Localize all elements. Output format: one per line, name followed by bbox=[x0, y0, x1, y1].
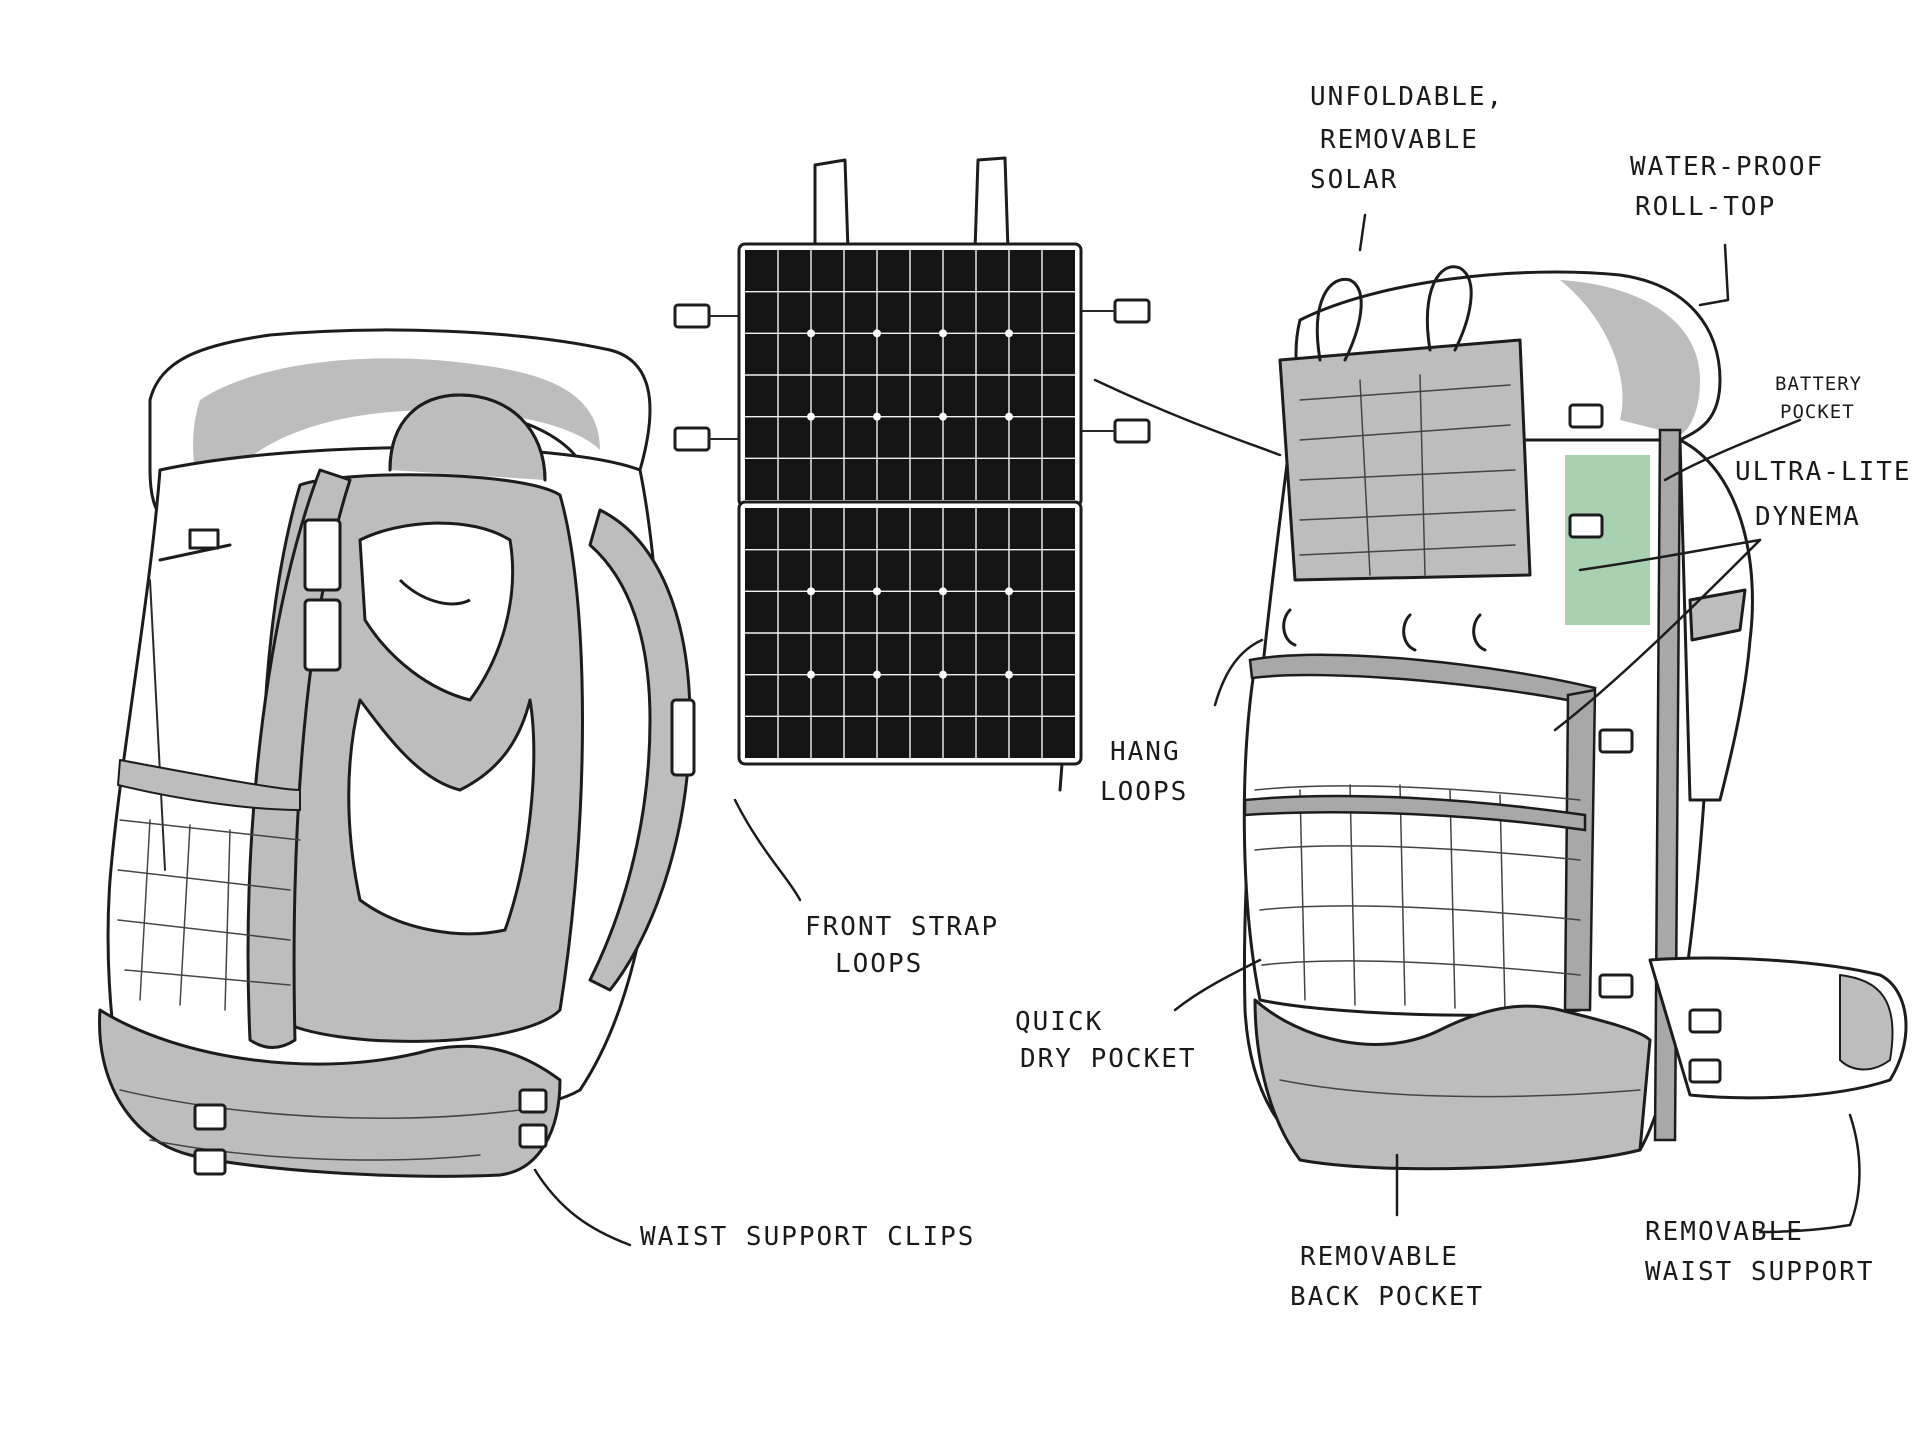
front-strap-pointer bbox=[733, 798, 802, 902]
label-back-pocket-line1: REMOVABLE bbox=[1300, 1242, 1459, 1272]
label-quick-dry-line1: QUICK bbox=[1015, 1007, 1103, 1037]
label-front-strap-line2: LOOPS bbox=[835, 949, 923, 979]
solar-cell-contact bbox=[939, 412, 947, 421]
battery-pointer bbox=[1663, 418, 1802, 482]
label-solar-line3: SOLAR bbox=[1310, 165, 1398, 195]
waist-clip-icon bbox=[193, 1088, 548, 1176]
annotation-labels: UNFOLDABLE, REMOVABLE SOLAR WATER-PROOF … bbox=[640, 82, 1912, 1312]
dyneema-pointer-2 bbox=[1553, 538, 1762, 732]
solar-buckle-icon bbox=[673, 303, 711, 329]
solar-buckle-icon bbox=[673, 426, 711, 452]
solar-cell-contact bbox=[1005, 329, 1013, 338]
label-battery-line2: POCKET bbox=[1780, 401, 1855, 423]
solar-cell-contact bbox=[873, 329, 881, 338]
solar-cell-contact bbox=[807, 587, 815, 596]
solar-cell-contact bbox=[1005, 670, 1013, 679]
side-buckle-icon bbox=[1568, 403, 1634, 999]
label-rolltop-line1: WATER-PROOF bbox=[1630, 152, 1824, 182]
label-quick-dry-line2: DRY POCKET bbox=[1020, 1044, 1197, 1074]
solar-connector-line bbox=[1093, 378, 1282, 457]
solar-cell-contact bbox=[807, 412, 815, 421]
backpack-front-view bbox=[1093, 213, 1908, 1234]
solar-cell-contact bbox=[873, 670, 881, 679]
quick-dry-pointer bbox=[1173, 958, 1262, 1012]
hang-loop-icon bbox=[1282, 608, 1487, 652]
solar-cell-contact bbox=[873, 412, 881, 421]
solar-handle-loop-right bbox=[973, 156, 1010, 252]
label-hang-line1: HANG bbox=[1110, 737, 1181, 767]
dyneema-panel bbox=[1565, 455, 1650, 625]
solar-handle-loop-left bbox=[813, 158, 850, 252]
solar-cell-contact bbox=[807, 670, 815, 679]
waist-buckle-icon bbox=[1688, 1008, 1722, 1084]
label-back-pocket-line2: BACK POCKET bbox=[1290, 1282, 1484, 1312]
solar-buckle-icon bbox=[1113, 418, 1151, 444]
label-waist-clips: WAIST SUPPORT CLIPS bbox=[640, 1222, 975, 1252]
label-solar-line2: REMOVABLE bbox=[1320, 125, 1479, 155]
solar-cell-contact bbox=[939, 329, 947, 338]
solar-pointer bbox=[1358, 213, 1367, 252]
solar-cell-contact bbox=[873, 587, 881, 596]
label-waist-support-line1: REMOVABLE bbox=[1645, 1217, 1804, 1247]
solar-buckle-icon bbox=[1113, 298, 1151, 324]
label-front-strap-line1: FRONT STRAP bbox=[805, 912, 999, 942]
hang-loops-pointer bbox=[1213, 638, 1264, 707]
solar-cell-contact bbox=[939, 670, 947, 679]
label-dyneema-line2: DYNEMA bbox=[1755, 502, 1861, 532]
label-rolltop-line2: ROLL-TOP bbox=[1635, 192, 1776, 222]
backpack-rear-view bbox=[98, 328, 802, 1247]
rolltop-pointer bbox=[1698, 243, 1730, 307]
dyneema-pointer-1 bbox=[1578, 538, 1762, 572]
label-dyneema-line1: ULTRA-LITE bbox=[1735, 457, 1912, 487]
solar-cable bbox=[1058, 762, 1064, 792]
solar-cell-contact bbox=[1005, 412, 1013, 421]
label-waist-support-line2: WAIST SUPPORT bbox=[1645, 1257, 1875, 1287]
solar-cell-contact bbox=[1005, 587, 1013, 596]
label-solar-line1: UNFOLDABLE, bbox=[1310, 82, 1504, 112]
label-battery-line1: BATTERY bbox=[1775, 373, 1862, 395]
solar-cell-contact bbox=[807, 329, 815, 338]
waist-support-pointer bbox=[1758, 1113, 1861, 1234]
waist-clips-pointer bbox=[533, 1168, 632, 1247]
solar-panel-unfolded bbox=[673, 156, 1151, 792]
label-hang-line2: LOOPS bbox=[1100, 777, 1188, 807]
solar-cell-contact bbox=[939, 587, 947, 596]
